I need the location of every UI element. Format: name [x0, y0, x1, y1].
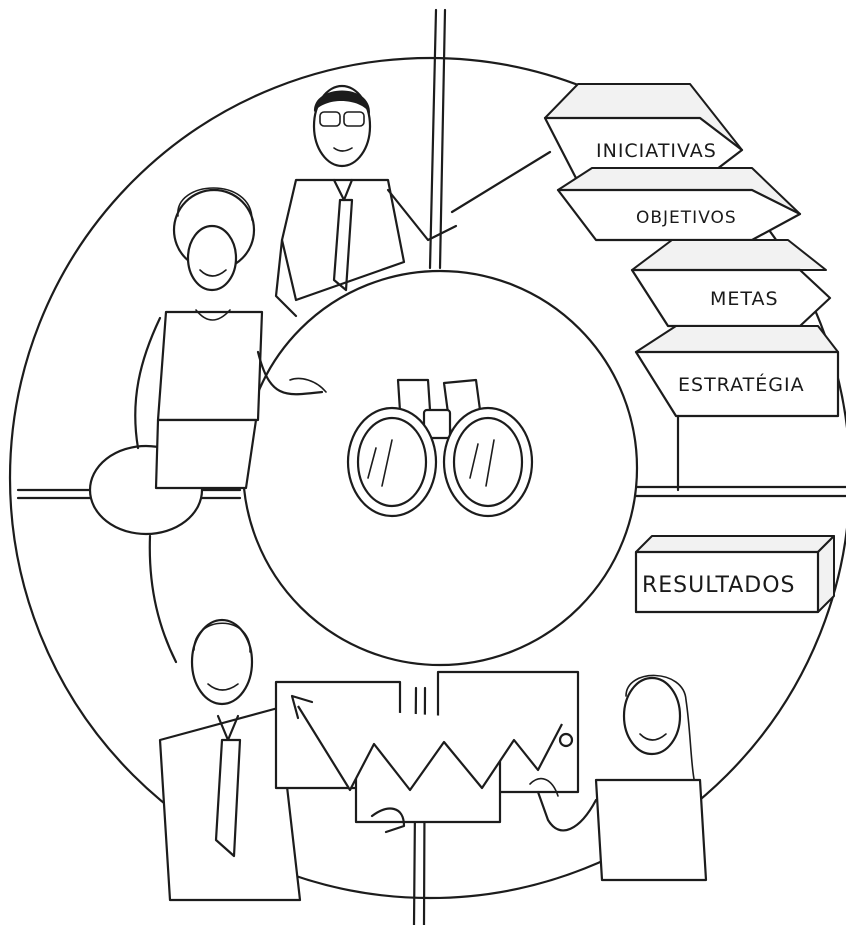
- step-label-estrategia: ESTRATÉGIA: [678, 373, 805, 396]
- result-box: RESULTADOS: [636, 536, 834, 612]
- step-label-objetivos: OBJETIVOS: [636, 208, 737, 228]
- step-estrategia: ESTRATÉGIA: [636, 326, 838, 490]
- rising-chart: [276, 672, 578, 832]
- step-label-metas: METAS: [710, 288, 779, 310]
- inner-ring: [243, 271, 637, 665]
- step-metas: METAS: [632, 240, 830, 326]
- step-objetivos: OBJETIVOS: [558, 168, 800, 240]
- step-label-iniciativas: INICIATIVAS: [596, 140, 717, 162]
- result-label: RESULTADOS: [642, 573, 795, 598]
